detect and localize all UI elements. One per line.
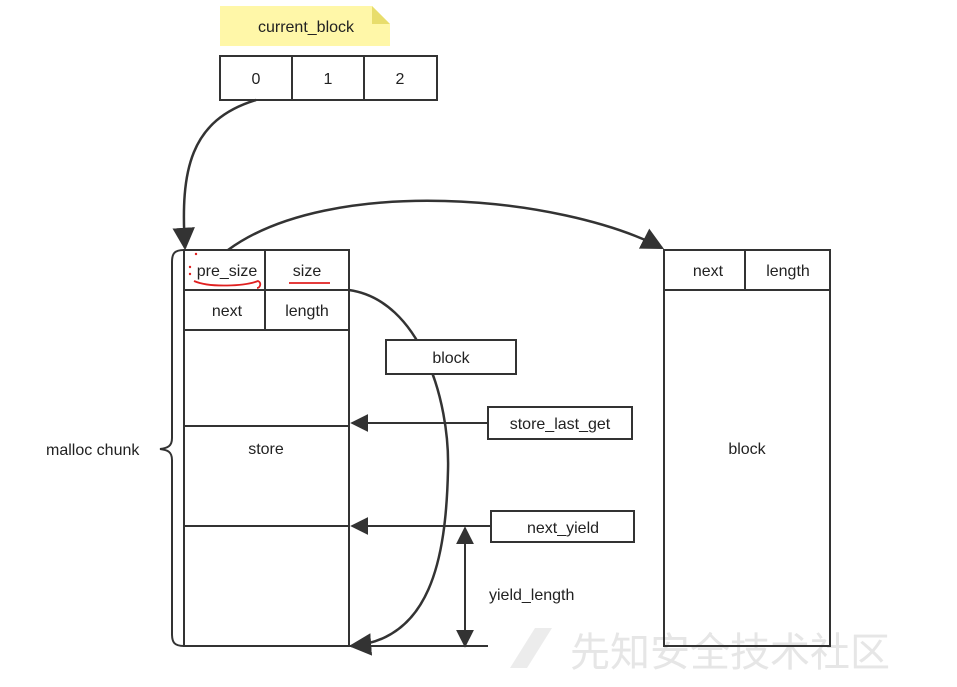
red-underline-annotation [193,280,330,289]
array-cell-1: 1 [324,71,333,88]
current-block-note: current_block [220,6,390,46]
malloc-chunk-brace [159,249,185,647]
watermark-logo-icon [510,628,552,668]
current-block-array [219,55,438,101]
chunk-length: length [285,303,329,320]
note-label: current_block [258,19,355,36]
array-cell-2: 2 [396,71,405,88]
array-cell-0: 0 [252,71,261,88]
chunk-pre-size: pre_size [197,263,258,280]
chunk-size: size [293,263,322,280]
block-label-box: block [385,339,517,375]
right-block-box [663,249,831,647]
chunk-next: next [212,303,243,320]
right-block-label: block [728,441,766,458]
store-last-get-label: store_last_get [510,416,611,433]
right-block-length: length [766,263,810,280]
watermark: 先知安全技术社区 [510,628,890,676]
watermark-text: 先知安全技术社区 [570,630,890,676]
malloc-chunk-label: malloc chunk [46,442,140,459]
right-block-next: next [693,263,724,280]
yield-length-span: yield_length [349,526,574,648]
yield-length-label: yield_length [489,587,574,604]
arrow-size-to-chunk-end [348,288,450,656]
next-yield-label: next_yield [527,520,599,537]
arrow-chunk-to-block [227,199,664,252]
block-label: block [432,350,470,367]
red-dots-annotation [188,252,198,276]
arrow-array-to-chunk [172,98,257,251]
malloc-chunk-box [183,249,350,647]
store-last-get-pointer: store_last_get [350,406,633,440]
chunk-store-label: store [248,441,284,458]
next-yield-pointer: next_yield [350,510,635,543]
